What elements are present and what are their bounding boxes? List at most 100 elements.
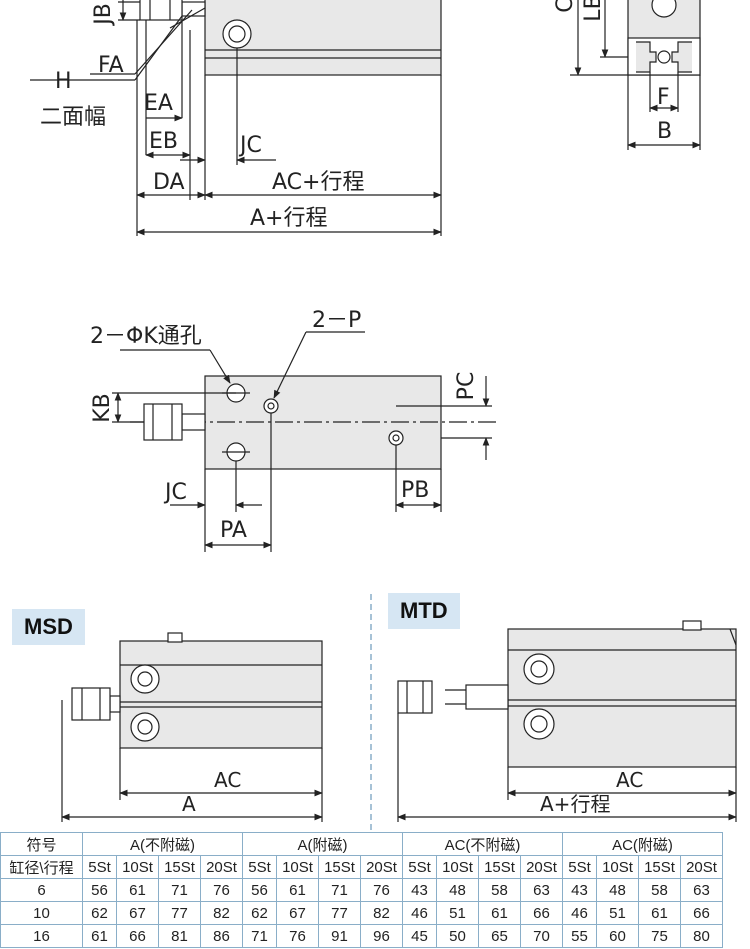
value-cell: 61 (276, 878, 319, 902)
label-ea: EA (144, 91, 173, 116)
value-cell: 71 (158, 878, 201, 902)
label-jb: JB (91, 3, 116, 27)
top-view-labels: JB FA H 二面幅 EA EB JC DA AC+行程 A+行程 (40, 3, 364, 231)
label-k-hole: 2－ΦK通孔 (90, 324, 202, 349)
header-bore-stroke: 缸径\行程 (0, 855, 83, 879)
label-a-stroke: A+行程 (250, 206, 327, 231)
value-cell: 46 (402, 901, 437, 925)
value-cell: 62 (82, 901, 117, 925)
side-view (570, 0, 701, 150)
bore-cell: 10 (0, 901, 83, 925)
top-view (30, 0, 442, 236)
label-p-port: 2－P (312, 308, 361, 333)
value-cell: 86 (200, 924, 243, 948)
value-cell: 48 (436, 878, 479, 902)
value-cell: 61 (116, 878, 159, 902)
label-kb: KB (90, 393, 115, 423)
label-h: H (55, 69, 72, 94)
mtd-label-a-stroke: A+行程 (540, 792, 610, 816)
label-pa: PA (220, 518, 247, 543)
label-eb: EB (149, 129, 178, 154)
header-group: AC(附磁) (562, 832, 723, 856)
value-cell: 60 (596, 924, 639, 948)
technical-drawing: JB FA H 二面幅 EA EB JC DA AC+行程 A+行程 C LB … (30, 0, 737, 830)
label-pc: PC (454, 372, 479, 401)
value-cell: 43 (402, 878, 437, 902)
header-group: A(附磁) (242, 832, 403, 856)
header-group: AC(不附磁) (402, 832, 563, 856)
value-cell: 82 (200, 901, 243, 925)
value-cell: 75 (638, 924, 681, 948)
value-cell: 50 (436, 924, 479, 948)
msd-labels: AC A (182, 768, 241, 816)
bore-cell: 6 (0, 878, 83, 902)
label-lb: LB (581, 0, 606, 22)
value-cell: 70 (520, 924, 563, 948)
value-cell: 71 (318, 878, 361, 902)
label-fa: FA (98, 53, 124, 78)
label-c: C (553, 0, 578, 13)
value-cell: 82 (360, 901, 403, 925)
value-cell: 76 (360, 878, 403, 902)
bore-cell: 16 (0, 924, 83, 948)
value-cell: 71 (242, 924, 277, 948)
header-stroke: 5St (82, 855, 117, 879)
value-cell: 80 (680, 924, 723, 948)
msd-label-ac: AC (214, 768, 241, 792)
spec-table: 符号 A(不附磁) A(附磁) AC(不附磁) AC(附磁) 缸径\行程 5St… (0, 832, 723, 948)
header-stroke: 20St (360, 855, 403, 879)
value-cell: 77 (318, 901, 361, 925)
header-stroke: 5St (562, 855, 597, 879)
value-cell: 51 (596, 901, 639, 925)
value-cell: 67 (116, 901, 159, 925)
header-stroke: 5St (402, 855, 437, 879)
header-stroke: 10St (436, 855, 479, 879)
header-stroke: 10St (596, 855, 639, 879)
header-stroke: 20St (520, 855, 563, 879)
value-cell: 63 (520, 878, 563, 902)
value-cell: 76 (200, 878, 243, 902)
value-cell: 45 (402, 924, 437, 948)
header-stroke: 10St (116, 855, 159, 879)
label-pb: PB (401, 478, 429, 503)
value-cell: 76 (276, 924, 319, 948)
value-cell: 48 (596, 878, 639, 902)
value-cell: 56 (82, 878, 117, 902)
side-view-labels: C LB F B (553, 0, 672, 144)
value-cell: 43 (562, 878, 597, 902)
value-cell: 55 (562, 924, 597, 948)
value-cell: 61 (638, 901, 681, 925)
value-cell: 96 (360, 924, 403, 948)
header-stroke: 15St (318, 855, 361, 879)
value-cell: 63 (680, 878, 723, 902)
value-cell: 91 (318, 924, 361, 948)
label-jc-bottom: JC (163, 480, 187, 505)
msd-tag: MSD (12, 609, 85, 645)
value-cell: 62 (242, 901, 277, 925)
value-cell: 58 (638, 878, 681, 902)
value-cell: 46 (562, 901, 597, 925)
value-cell: 77 (158, 901, 201, 925)
header-stroke: 20St (680, 855, 723, 879)
side-port (651, 0, 677, 18)
mtd-tag: MTD (388, 593, 460, 629)
value-cell: 61 (82, 924, 117, 948)
value-cell: 67 (276, 901, 319, 925)
label-da: DA (153, 170, 185, 195)
header-stroke: 10St (276, 855, 319, 879)
mtd-labels: AC A+行程 (540, 768, 643, 816)
value-cell: 51 (436, 901, 479, 925)
value-cell: 61 (478, 901, 521, 925)
label-f: F (657, 85, 670, 110)
value-cell: 66 (520, 901, 563, 925)
msd-label-a: A (182, 792, 196, 816)
value-cell: 56 (242, 878, 277, 902)
label-h-note: 二面幅 (40, 105, 106, 130)
header-stroke: 20St (200, 855, 243, 879)
header-stroke: 15St (478, 855, 521, 879)
header-group: A(不附磁) (82, 832, 243, 856)
value-cell: 66 (680, 901, 723, 925)
mtd-drawing (397, 620, 737, 822)
